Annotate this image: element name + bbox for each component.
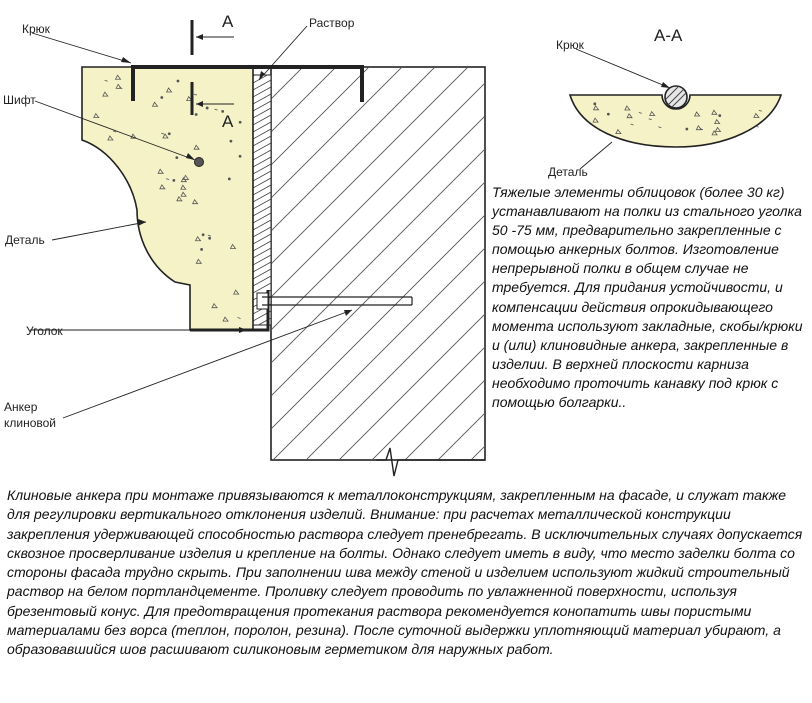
section-stone-texture bbox=[592, 102, 762, 136]
masonry-wall bbox=[270, 66, 486, 461]
bottom-description: Клиновые анкера при монтаже привязываютс… bbox=[7, 487, 803, 658]
section-label-hook: Крюк bbox=[556, 38, 585, 52]
label-detail: Деталь bbox=[5, 233, 45, 247]
label-anchor-line2: клиновой bbox=[4, 416, 56, 430]
section-stone bbox=[568, 94, 783, 148]
label-angle: Уголок bbox=[26, 324, 63, 338]
stone-texture bbox=[93, 74, 242, 322]
section-mark-top: А bbox=[222, 12, 234, 31]
section-title: А-А bbox=[654, 26, 683, 45]
label-mortar: Раствор bbox=[309, 16, 355, 30]
label-anchor-line1: Анкер bbox=[4, 400, 38, 414]
section-line-marker bbox=[190, 20, 234, 115]
section-hook-profile bbox=[664, 85, 688, 109]
hook bbox=[131, 65, 364, 102]
section-mark-bottom: А bbox=[222, 112, 234, 131]
side-description: Тяжелые элементы облицовок (более 30 кг)… bbox=[492, 184, 803, 411]
leader-lines bbox=[30, 25, 671, 419]
leader-arrowheads bbox=[121, 57, 670, 333]
section-label-detail: Деталь bbox=[548, 165, 588, 179]
wall-break-mark bbox=[376, 447, 485, 477]
label-pin: Шифт bbox=[3, 93, 36, 107]
anchor-bolt bbox=[256, 292, 413, 310]
stone-detail bbox=[81, 66, 254, 331]
label-hook: Крюк bbox=[22, 22, 51, 36]
pin-dowel bbox=[194, 157, 204, 167]
